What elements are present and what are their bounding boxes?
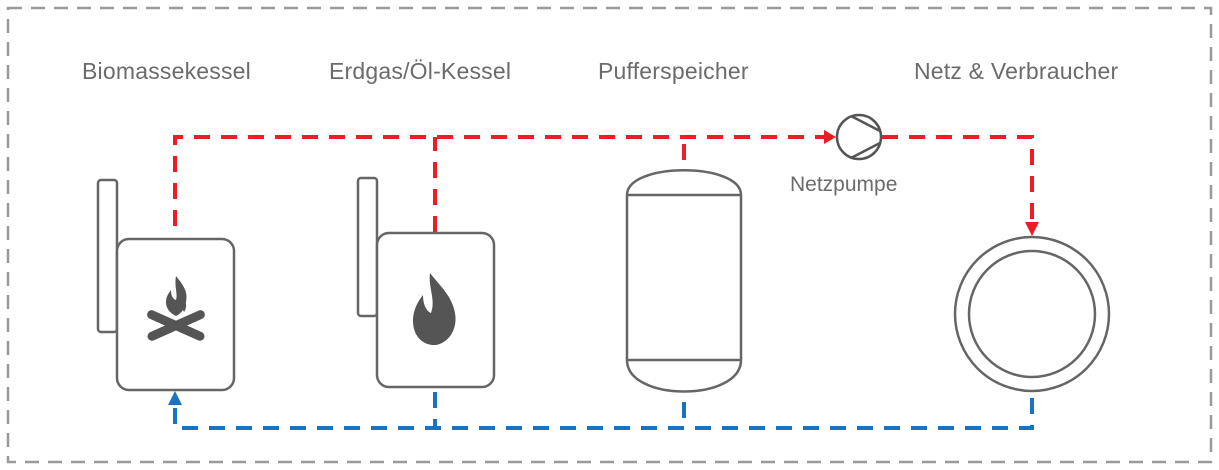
grid-consumer <box>953 235 1111 393</box>
supply-arrow-pump <box>824 130 836 144</box>
label-biomass-boiler: Biomassekessel <box>82 58 251 84</box>
buffer-tank <box>625 169 743 393</box>
return-line <box>173 392 1034 430</box>
consumer-inner-ring <box>967 249 1097 379</box>
gas-oil-chimney <box>356 176 379 318</box>
gas-oil-boiler <box>356 176 496 389</box>
diagram-border <box>6 6 1213 464</box>
flame-icon <box>413 273 456 346</box>
label-gas-oil-boiler: Erdgas/Öl-Kessel <box>329 58 512 84</box>
return-arrow-biomass <box>168 391 182 405</box>
campfire-icon <box>147 276 205 341</box>
label-buffer-tank: Pufferspeicher <box>598 58 749 84</box>
supply-arrow-consumer <box>1025 222 1039 236</box>
label-grid-consumer: Netz & Verbraucher <box>914 58 1119 84</box>
pump-icon <box>835 113 883 161</box>
biomass-chimney <box>96 178 119 334</box>
supply-line <box>173 135 1034 232</box>
biomass-boiler <box>96 178 236 392</box>
label-pump: Netzpumpe <box>790 173 898 196</box>
